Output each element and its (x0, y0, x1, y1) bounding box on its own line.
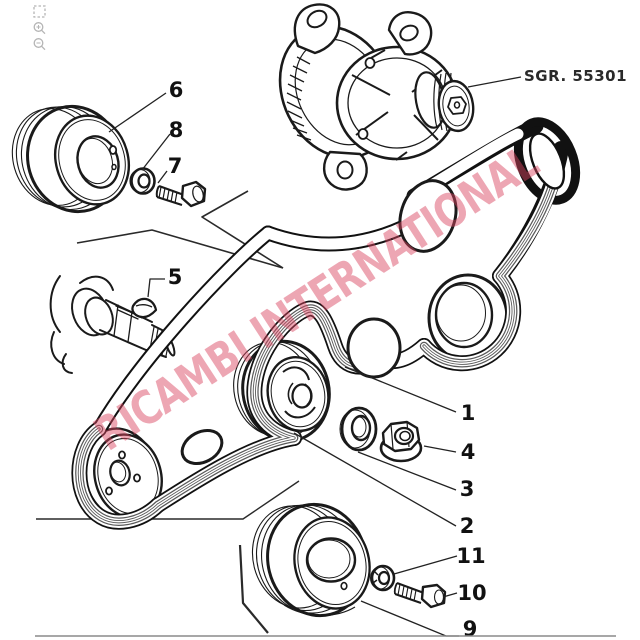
leader-11 (393, 555, 458, 575)
nut-4-drawing (379, 420, 423, 463)
leader-4 (423, 445, 457, 453)
key-5-drawing (131, 297, 158, 319)
callout-3: 3 (460, 477, 475, 501)
pulley-6-drawing (11, 104, 130, 214)
leader-8 (141, 133, 171, 171)
idler-roller-upper (398, 179, 458, 253)
leader-3 (357, 451, 457, 491)
callout-numbers: 6 8 7 5 1 4 3 2 11 10 9 (168, 78, 487, 640)
leader-1 (344, 366, 457, 413)
callout-9: 9 (463, 617, 478, 640)
serpentine-belt-drawing (79, 117, 581, 521)
callout-8: 8 (169, 118, 184, 142)
idler-ring-drawing (427, 273, 509, 363)
callout-7: 7 (168, 154, 183, 178)
outline-bottom-edge (238, 544, 269, 634)
crank-pulley-in-belt-drawing (83, 427, 163, 521)
callout-2: 2 (460, 514, 475, 538)
callout-1: 1 (461, 401, 476, 425)
idler-roller-middle (346, 317, 402, 379)
zoom-in-icon[interactable] (33, 22, 46, 35)
pulley-9-drawing (251, 502, 371, 618)
viewer-toolbar (33, 5, 46, 51)
idler-rollers-drawing (180, 179, 458, 466)
leader-sgr (467, 76, 522, 88)
washer-11-drawing (370, 564, 396, 592)
marquee-select-icon[interactable] (33, 5, 46, 18)
callout-10: 10 (457, 581, 486, 605)
callout-6: 6 (169, 78, 184, 102)
leader-10 (442, 592, 458, 598)
leader-2 (293, 432, 457, 527)
bolt-10-drawing (393, 582, 447, 609)
belt-loop-eye (513, 117, 581, 205)
washer-3-drawing (339, 406, 378, 452)
leader-5 (147, 278, 165, 298)
zoom-out-icon[interactable] (33, 38, 46, 51)
bolt-7-drawing (155, 180, 207, 208)
group-code-label: SGR. 55301 (524, 67, 627, 85)
callout-11: 11 (456, 544, 485, 568)
callout-5: 5 (168, 265, 183, 289)
idler-roller-lower (180, 428, 224, 466)
alternator-drawing (278, 3, 475, 191)
belt-loop-eye-inner (528, 132, 566, 190)
leader-9 (360, 600, 459, 637)
callout-4: 4 (461, 440, 476, 464)
leader-6 (108, 92, 167, 133)
leader-7 (157, 170, 168, 184)
washer-8-drawing (129, 167, 156, 195)
